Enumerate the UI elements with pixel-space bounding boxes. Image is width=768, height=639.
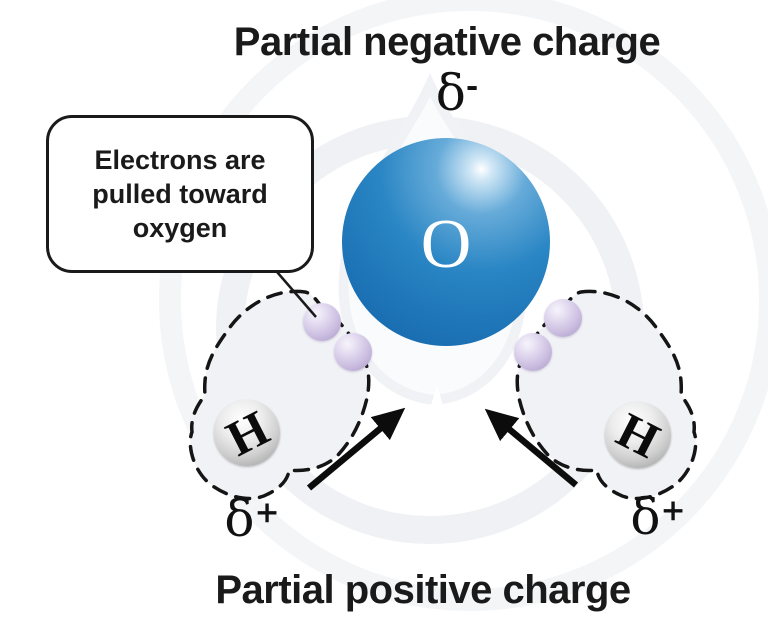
right-dipole-arrow: [484, 408, 579, 488]
watermark-outer-ring: [159, 0, 768, 611]
partial-positive-title: Partial positive charge: [215, 568, 631, 612]
delta-negative-glyph: δ: [435, 64, 466, 122]
delta-positive-right-glyph: δ: [630, 488, 661, 546]
delta-positive-right: δ+: [630, 492, 685, 542]
electron-right-2: [544, 299, 582, 337]
electron-right-1: [514, 333, 552, 371]
partial-negative-title: Partial negative charge: [233, 20, 661, 64]
delta-positive-left-glyph: δ: [224, 490, 255, 548]
oxygen-atom: O: [342, 138, 550, 346]
electron-left-2: [334, 333, 372, 371]
delta-negative-symbol: δ-: [436, 68, 479, 118]
hydrogen-atom-left: H: [214, 399, 280, 467]
electrons-callout: Electrons are pulled toward oxygen: [46, 115, 314, 273]
oxygen-label: O: [420, 206, 472, 283]
negative-sign: -: [465, 69, 479, 104]
positive-sign-left: +: [254, 495, 280, 530]
callout-line-1: Electrons are: [94, 145, 266, 175]
callout-pointer-line: [270, 264, 317, 318]
watermark-drop-tip: [400, 385, 474, 510]
hydrogen-atom-right: H: [605, 401, 671, 469]
delta-positive-left: δ+: [224, 494, 279, 544]
callout-line-3: oxygen: [132, 213, 228, 243]
left-dipole-arrow: [306, 407, 406, 491]
positive-sign-right: +: [660, 493, 686, 528]
callout-line-2: pulled toward: [92, 179, 268, 209]
